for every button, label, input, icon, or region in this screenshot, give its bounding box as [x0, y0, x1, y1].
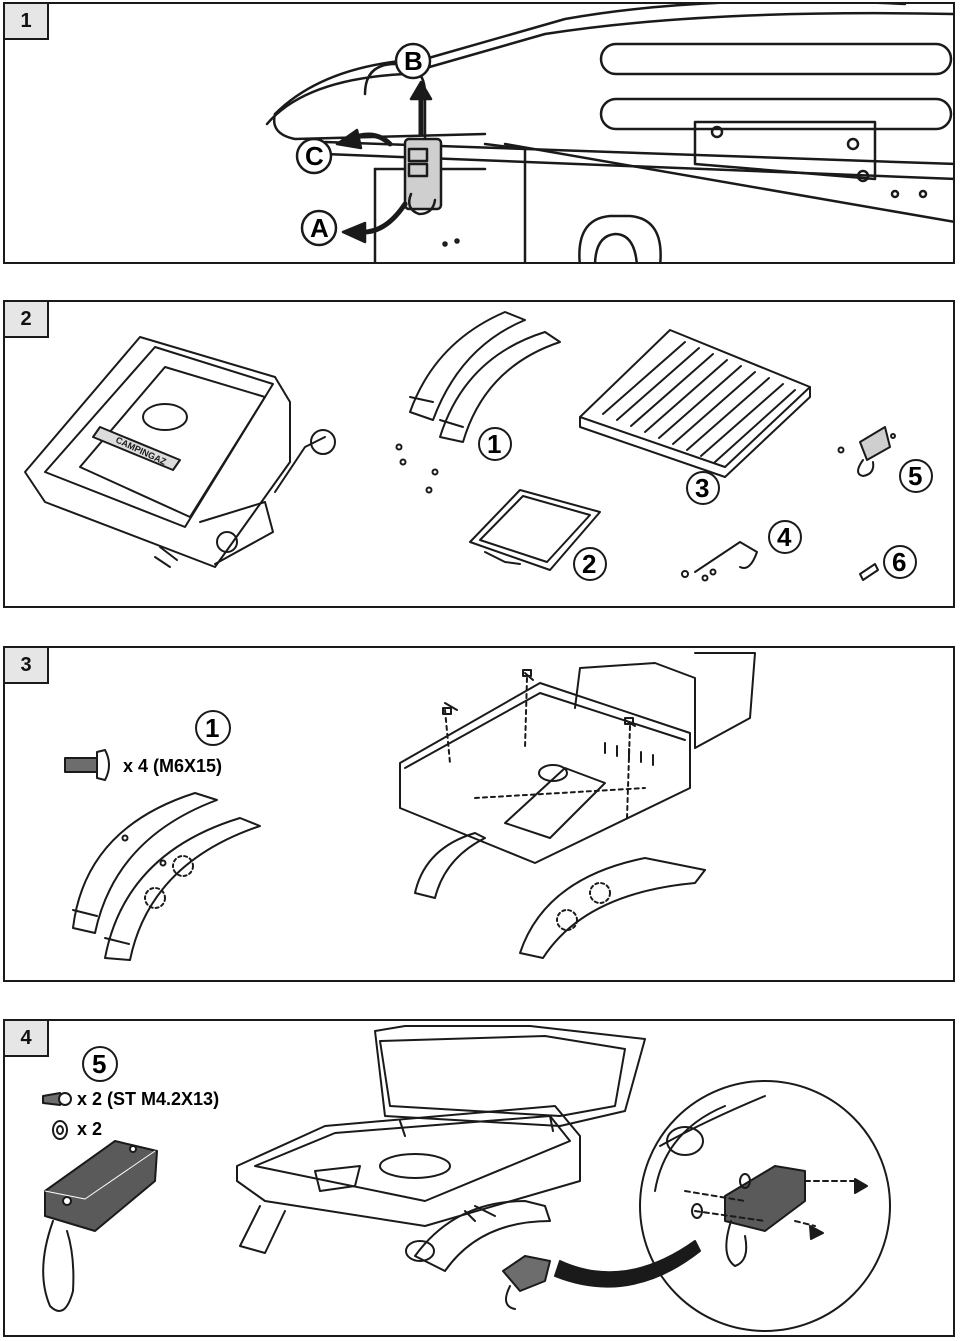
part-1-ref: 1	[205, 713, 219, 743]
step-1-panel: 1	[3, 2, 955, 264]
step-4-panel: 4	[3, 1019, 955, 1337]
part-6-label: 6	[892, 547, 906, 577]
part-5-ref: 5	[92, 1049, 106, 1079]
step-2-illustration: CAMPINGAZ	[24, 311, 933, 582]
part-1-label: 1	[487, 429, 501, 459]
screw-quantity: x 4 (M6X15)	[123, 756, 222, 776]
step-number: 2	[5, 302, 49, 338]
step-number: 3	[5, 648, 49, 684]
washer-quantity: x 2	[77, 1119, 102, 1139]
step-4-illustration: 5 x 2 (ST M4.2X13) x 2	[42, 1025, 891, 1332]
part-3-label: 3	[695, 473, 709, 503]
part-4-label: 4	[777, 522, 792, 552]
step-number: 4	[5, 1021, 49, 1057]
part-5-label: 5	[908, 461, 922, 491]
step-1-illustration: B C A	[265, 4, 953, 262]
callout-c: C	[305, 141, 324, 171]
callout-a: A	[310, 213, 329, 243]
screw-quantity: x 2 (ST M4.2X13)	[77, 1089, 219, 1109]
step-number: 1	[5, 4, 49, 40]
step-2-panel: 2 CAMPINGAZ	[3, 300, 955, 608]
step-3-panel: 3	[3, 646, 955, 982]
part-2-label: 2	[582, 549, 596, 579]
callout-b: B	[404, 46, 423, 76]
step-3-illustration: 1 x 4 (M6X15)	[64, 652, 756, 961]
